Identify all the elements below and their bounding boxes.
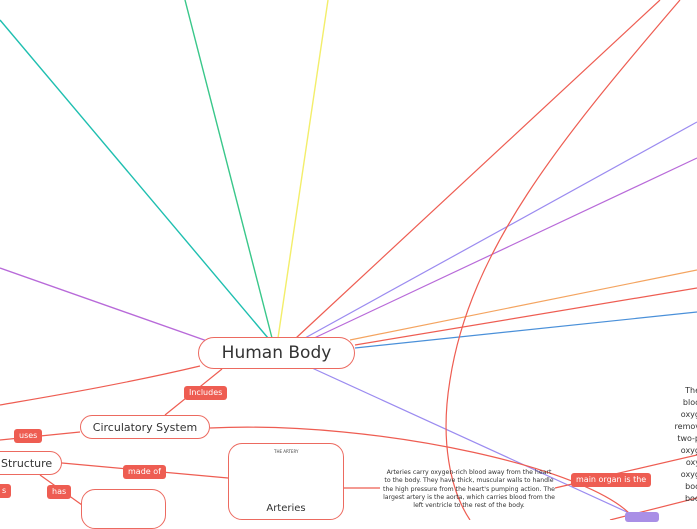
fragment-line: The [685, 386, 697, 395]
includes-label[interactable]: Includes [184, 386, 228, 400]
fragment-line: remov [674, 422, 697, 431]
arteries-description: Arteries carry oxygen-rich blood away fr… [383, 469, 555, 510]
fragment-line: bloo [682, 398, 697, 407]
partial-label[interactable]: s [0, 484, 12, 498]
structure-node[interactable]: Structure [0, 451, 62, 475]
fragment-line: bod [684, 494, 697, 503]
arteries-title: Arteries [266, 503, 306, 514]
fragment-line: oxyg [680, 446, 697, 455]
fragment-line: two-p [677, 434, 697, 443]
root-node[interactable]: Human Body [198, 337, 355, 369]
purple-node-edge[interactable] [625, 512, 659, 522]
artery-image-heading: THE ARTERY [274, 449, 299, 454]
heart-card[interactable] [81, 489, 166, 529]
circulatory-system-node[interactable]: Circulatory System [80, 415, 210, 439]
has-label[interactable]: has [47, 485, 72, 499]
right-fragment-text: The bloo oxyg remov two-p oxyg oxy oxyg … [660, 385, 697, 505]
uses-label[interactable]: uses [14, 429, 43, 443]
main-organ-label[interactable]: main organ is the [571, 473, 652, 487]
made-of-label[interactable]: made of [123, 465, 166, 479]
fragment-line: oxy [685, 458, 697, 467]
fragment-line: oxyg [680, 410, 697, 419]
fragment-line: oxyg [680, 470, 697, 479]
arteries-card[interactable]: THE ARTERY Arteries [228, 443, 344, 520]
fragment-line: boo [685, 482, 697, 491]
